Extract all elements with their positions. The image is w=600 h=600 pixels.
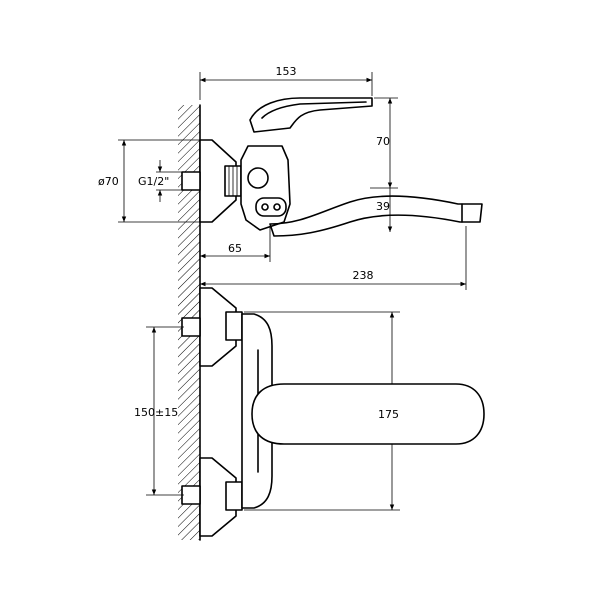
front-connector-upper xyxy=(225,311,243,341)
dim-thread: G1/2" xyxy=(138,175,169,188)
dimension-lines xyxy=(118,72,467,511)
dim-spout-height: 39 xyxy=(376,200,390,213)
dim-wall-diameter: ø70 xyxy=(98,175,119,188)
front-flange-upper xyxy=(199,287,237,367)
side-spout xyxy=(269,195,483,237)
dimension-labels: 153 70 ø70 G1/2" 39 65 238 150±15 175 xyxy=(98,65,399,421)
side-inlet-pipe xyxy=(181,171,201,191)
side-view xyxy=(181,97,483,237)
front-inlet-lower xyxy=(181,485,201,505)
dim-inlet-spacing: 150±15 xyxy=(134,406,178,419)
dim-front-height: 175 xyxy=(378,408,399,421)
front-handle xyxy=(251,383,485,445)
dim-spout-reach: 238 xyxy=(353,269,374,282)
dim-handle-height: 70 xyxy=(376,135,390,148)
front-inlet-upper xyxy=(181,317,201,337)
front-flange-lower xyxy=(199,457,237,537)
spout-collar xyxy=(255,197,287,217)
side-handle xyxy=(249,97,373,133)
front-connector-lower xyxy=(225,481,243,511)
front-view xyxy=(181,287,485,537)
side-body-cap xyxy=(247,167,269,189)
dim-body-offset: 65 xyxy=(228,242,242,255)
side-body xyxy=(240,145,291,231)
dim-top-width: 153 xyxy=(276,65,297,78)
